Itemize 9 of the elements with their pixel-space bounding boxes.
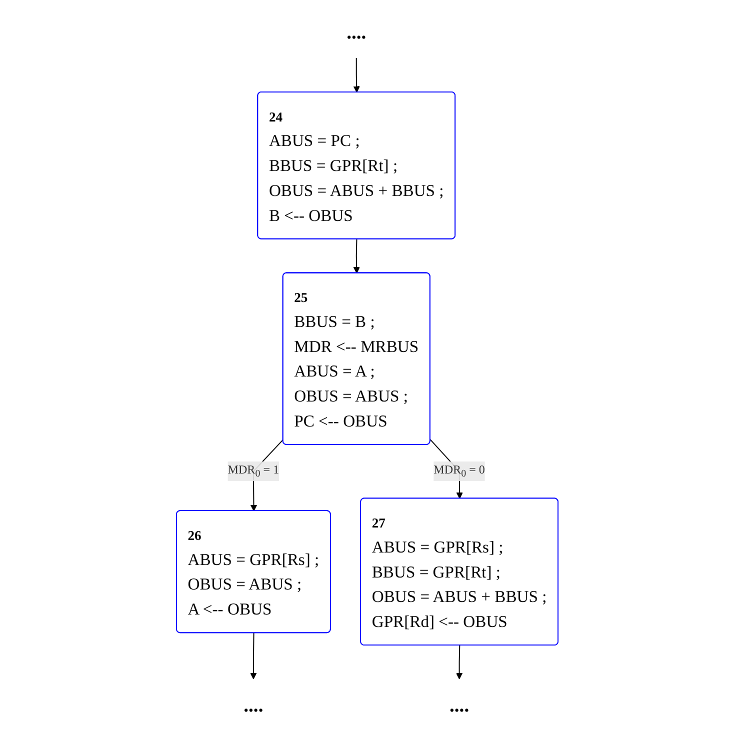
arrow <box>250 632 257 680</box>
arrow <box>353 58 360 93</box>
arrow <box>456 644 462 680</box>
node-text: .... <box>346 21 366 43</box>
node-text: .... <box>449 694 469 716</box>
node-text: .... <box>243 694 263 716</box>
edge-label: MDR$_{0}$ = 1 <box>228 464 279 479</box>
arrow <box>353 238 360 274</box>
edge-label: MDR$_{0}$ = 0 <box>433 464 485 479</box>
